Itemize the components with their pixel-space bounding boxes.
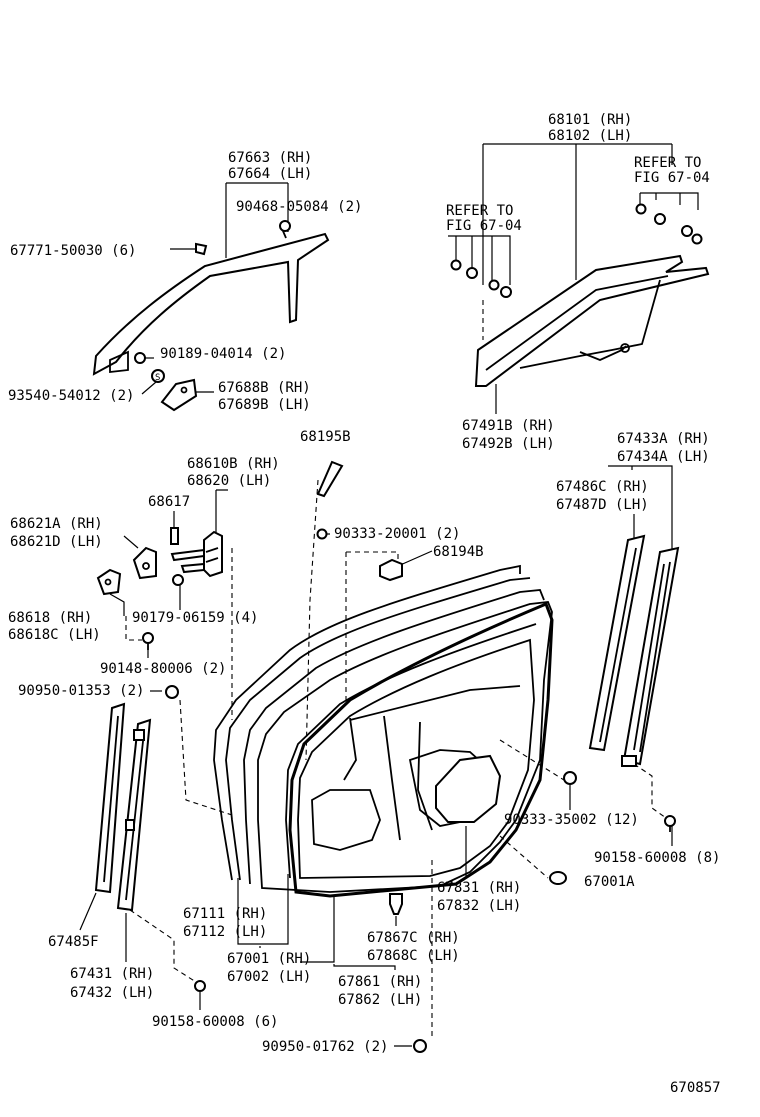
- label-67491: 67491B (RH): [462, 418, 555, 434]
- label-67433: 67433A (RH): [617, 431, 710, 447]
- label-68621d: 68621D (LH): [10, 534, 103, 550]
- door-shell-67001: [213, 564, 553, 893]
- label-67867: 67867C (RH): [367, 930, 460, 946]
- label-93540: 93540-54012 (2): [8, 388, 134, 404]
- label-67492: 67492B (LH): [462, 436, 555, 452]
- label-68195: 68195B: [300, 429, 351, 445]
- label-67431: 67431 (RH): [70, 966, 154, 982]
- channel-67485f: [94, 702, 126, 894]
- window-frame-68101: [474, 254, 710, 387]
- clip-90468: [279, 220, 291, 239]
- label-90179: 90179-06159 (4): [132, 610, 258, 626]
- bracket-67688: [160, 378, 198, 412]
- label-68620: 68620 (LH): [187, 473, 271, 489]
- run-67486: [588, 534, 646, 752]
- clips-refer-left: [450, 259, 512, 298]
- label-68617: 68617: [148, 494, 190, 510]
- plug-90333-20001: [316, 528, 328, 540]
- refer-label-2-line2: FIG 67-04: [446, 218, 522, 234]
- label-67689: 67689B (LH): [218, 397, 311, 413]
- label-90189: 90189-04014 (2): [160, 346, 286, 362]
- weatherstrip-67861: [288, 602, 554, 898]
- label-90158-right: 90158-60008 (8): [594, 850, 720, 866]
- bolt-90148: [142, 632, 154, 650]
- leader-lines: [79, 143, 699, 1047]
- label-67001a: 67001A: [584, 874, 635, 890]
- label-90158-left: 90158-60008 (6): [152, 1014, 278, 1030]
- part-68195: [316, 460, 344, 498]
- plug-67001a: [549, 871, 567, 885]
- clip-90950-01353: [165, 685, 179, 699]
- label-67688: 67688B (RH): [218, 380, 311, 396]
- label-67001: 67001 (RH): [227, 951, 311, 967]
- label-67434: 67434A (LH): [617, 449, 710, 465]
- label-67862: 67862 (LH): [338, 992, 422, 1008]
- label-68194: 68194B: [433, 544, 484, 560]
- label-67486: 67486C (RH): [556, 479, 649, 495]
- label-67002: 67002 (LH): [227, 969, 311, 985]
- label-90148: 90148-80006 (2): [100, 661, 226, 677]
- label-67771: 67771-50030 (6): [10, 243, 136, 259]
- label-90950-01762: 90950-01762 (2): [262, 1039, 388, 1055]
- label-90950-01353: 90950-01353 (2): [18, 683, 144, 699]
- channel-67433: [621, 546, 680, 767]
- clip-90950-01762: [413, 1039, 427, 1053]
- label-68610: 68610B (RH): [187, 456, 280, 472]
- pin-68617: [170, 527, 179, 545]
- label-67487: 67487D (LH): [556, 497, 649, 513]
- nut-90179: [172, 574, 184, 586]
- screw-90189: [134, 352, 146, 364]
- label-90468: 90468-05084 (2): [236, 199, 362, 215]
- label-67432: 67432 (LH): [70, 985, 154, 1001]
- label-68618c: 68618C (LH): [8, 627, 101, 643]
- label-67485: 67485F: [48, 934, 99, 950]
- hinge-68610: [170, 530, 223, 578]
- hinge-68618: [96, 568, 122, 596]
- figure-number: 670857: [670, 1080, 721, 1096]
- label-68102: 68102 (LH): [548, 128, 632, 144]
- label-67112: 67112 (LH): [183, 924, 267, 940]
- channel-67431: [116, 718, 152, 912]
- label-68621a: 68621A (RH): [10, 516, 103, 532]
- upper-frame-67663: [92, 232, 330, 376]
- part-labels: 68101 (RH) 68102 (LH) REFER TO FIG 67-04…: [8, 112, 721, 1096]
- refer-label-1-line1: REFER TO: [634, 155, 701, 171]
- clip-67867c: [389, 893, 403, 915]
- bracket-68621: [132, 546, 157, 580]
- clip-67771: [195, 242, 208, 256]
- clips-refer-right: [635, 203, 703, 245]
- label-67861: 67861 (RH): [338, 974, 422, 990]
- part-68194: [379, 558, 403, 582]
- label-67868: 67868C (LH): [367, 948, 460, 964]
- label-90333-20001: 90333-20001 (2): [334, 526, 460, 542]
- label-67664: 67664 (LH): [228, 166, 312, 182]
- label-67832: 67832 (LH): [437, 898, 521, 914]
- refer-label-2-line1: REFER TO: [446, 203, 513, 219]
- bolt-90158-left: [194, 980, 206, 992]
- bolt-90158-right: [664, 815, 676, 832]
- service-cover-67831: [435, 754, 502, 823]
- label-67663: 67663 (RH): [228, 150, 312, 166]
- screw-93540: S: [151, 369, 165, 383]
- label-90333-35002: 90333-35002 (12): [504, 812, 639, 828]
- label-68618: 68618 (RH): [8, 610, 92, 626]
- svg-text:S: S: [155, 373, 160, 383]
- label-68101: 68101 (RH): [548, 112, 632, 128]
- plug-90333-35002: [563, 771, 577, 785]
- label-67111: 67111 (RH): [183, 906, 267, 922]
- refer-label-1-line2: FIG 67-04: [634, 170, 710, 186]
